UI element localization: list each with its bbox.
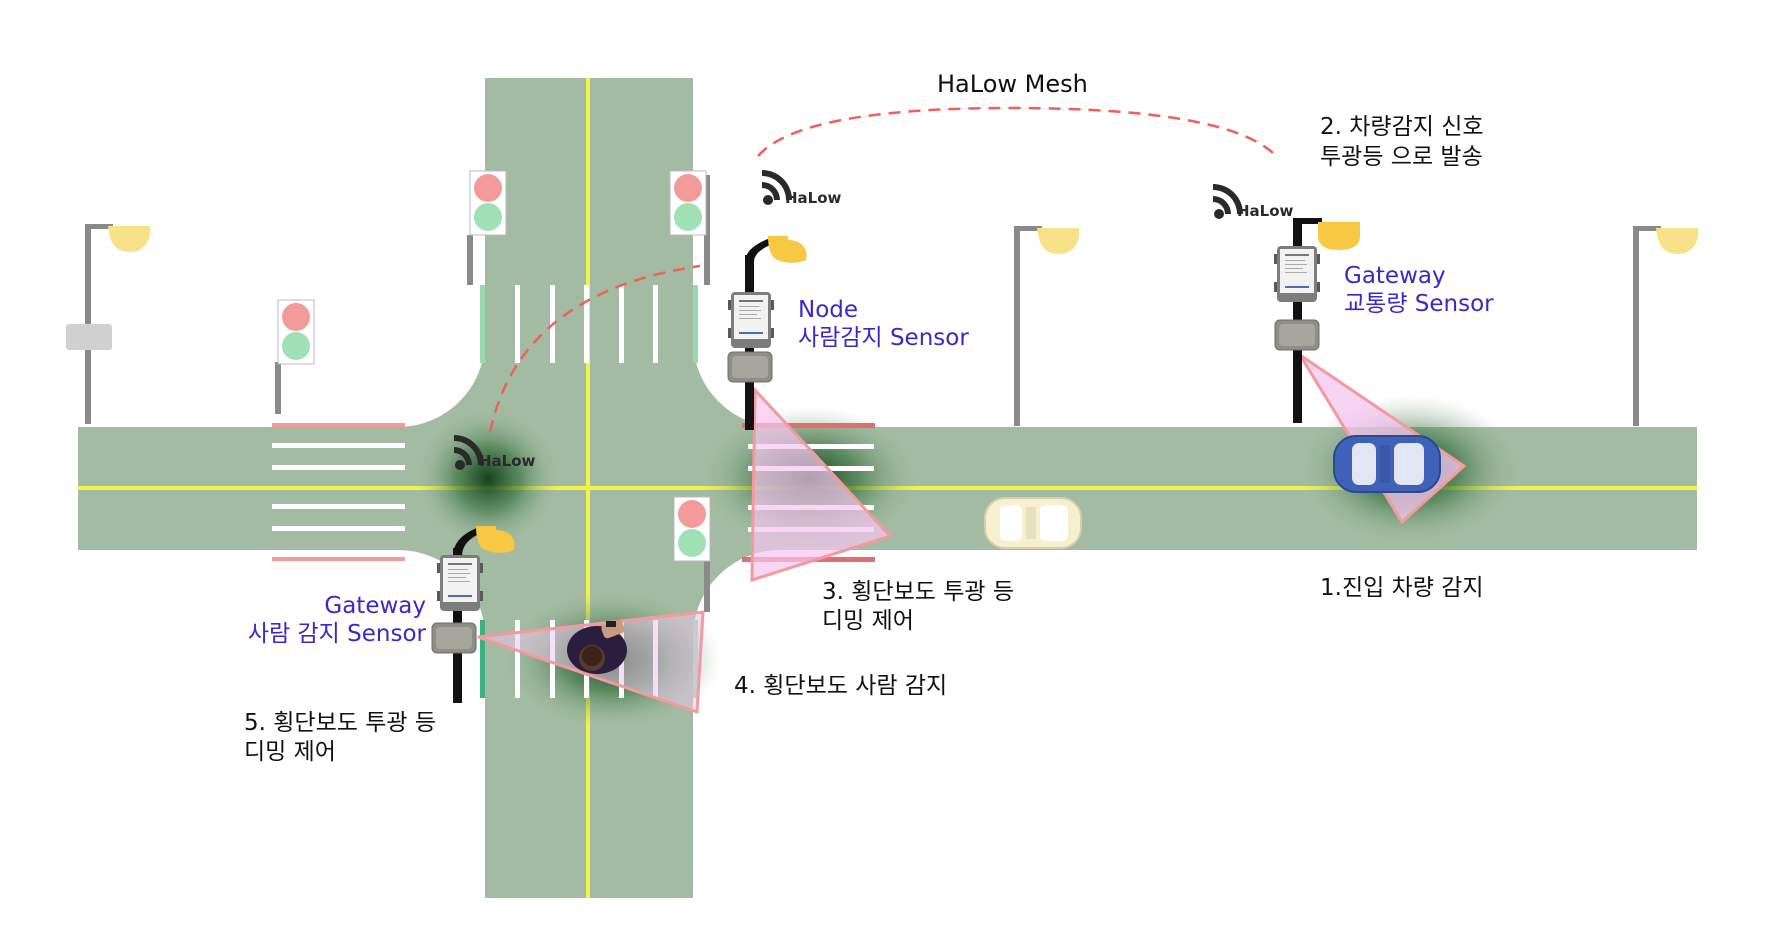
traffic-light-icon bbox=[669, 170, 710, 285]
svg-text:디밍 제어: 디밍 제어 bbox=[822, 608, 914, 634]
mesh-label: HaLow Mesh bbox=[937, 70, 1088, 98]
svg-text:사람감지 Sensor: 사람감지 Sensor bbox=[798, 325, 969, 351]
traffic-light-icon bbox=[467, 170, 507, 285]
step-1-label: 1.진입 차량 감지 bbox=[1320, 575, 1484, 601]
step-4-label: 4. 횡단보도 사람 감지 bbox=[734, 673, 947, 699]
car-icon bbox=[1333, 435, 1441, 493]
svg-text:2. 차량감지 신호: 2. 차량감지 신호 bbox=[1320, 114, 1484, 140]
gateway-person-pole: HaLow bbox=[431, 435, 536, 703]
svg-text:5. 횡단보도 투광 등: 5. 횡단보도 투광 등 bbox=[244, 710, 436, 736]
node-sensor-pole: HaLow bbox=[727, 170, 842, 430]
corner-se bbox=[693, 550, 780, 637]
traffic-light-icon bbox=[673, 496, 711, 612]
halow-logo-icon: HaLow bbox=[762, 170, 842, 207]
step-2-label: 2. 차량감지 신호 투광등 으로 발송 bbox=[1320, 114, 1484, 170]
corner-nw bbox=[398, 340, 485, 427]
sensing-zone-node bbox=[750, 386, 893, 583]
gateway-person-label: Gateway 사람 감지 Sensor bbox=[248, 593, 427, 647]
car-icon bbox=[984, 497, 1082, 549]
mesh-links bbox=[488, 106, 1277, 433]
traffic-light-icon bbox=[275, 299, 315, 414]
crosswalk-west bbox=[272, 423, 405, 561]
mesh-link-main bbox=[757, 106, 1277, 157]
gateway-traffic-label: Gateway 교통량 Sensor bbox=[1344, 263, 1494, 317]
svg-text:HaLow: HaLow bbox=[479, 452, 536, 470]
step-5-label: 5. 횡단보도 투광 등 디밍 제어 bbox=[244, 710, 436, 765]
svg-text:투광등 으로 발송: 투광등 으로 발송 bbox=[1320, 144, 1483, 170]
svg-text:Gateway: Gateway bbox=[1344, 263, 1446, 289]
street-lamp-icon bbox=[66, 224, 151, 424]
sensor-device-icon bbox=[1274, 246, 1320, 302]
svg-text:Gateway: Gateway bbox=[324, 593, 426, 619]
mesh-link-gateway bbox=[488, 264, 701, 433]
corner-ne bbox=[693, 340, 780, 427]
street-lamp-icon bbox=[1633, 226, 1699, 426]
step-3-label: 3. 횡단보도 투광 등 디밍 제어 bbox=[822, 579, 1014, 634]
sensor-device-icon bbox=[437, 555, 483, 611]
sensor-device-icon bbox=[728, 292, 774, 348]
svg-text:교통량 Sensor: 교통량 Sensor bbox=[1344, 291, 1494, 317]
halow-logo-icon: HaLow bbox=[1213, 184, 1294, 220]
svg-text:Node: Node bbox=[798, 297, 858, 323]
svg-text:사람 감지 Sensor: 사람 감지 Sensor bbox=[248, 621, 427, 647]
svg-text:3. 횡단보도 투광 등: 3. 횡단보도 투광 등 bbox=[822, 579, 1014, 605]
street-lamp-icon bbox=[1014, 226, 1080, 426]
halow-logo-icon: HaLow bbox=[454, 435, 536, 470]
pedestrian-icon bbox=[567, 619, 627, 674]
svg-text:HaLow: HaLow bbox=[785, 189, 842, 207]
svg-text:HaLow: HaLow bbox=[1237, 202, 1294, 220]
node-label: Node 사람감지 Sensor bbox=[798, 297, 969, 351]
svg-text:디밍 제어: 디밍 제어 bbox=[244, 739, 336, 765]
gateway-traffic-pole: HaLow bbox=[1213, 184, 1360, 423]
